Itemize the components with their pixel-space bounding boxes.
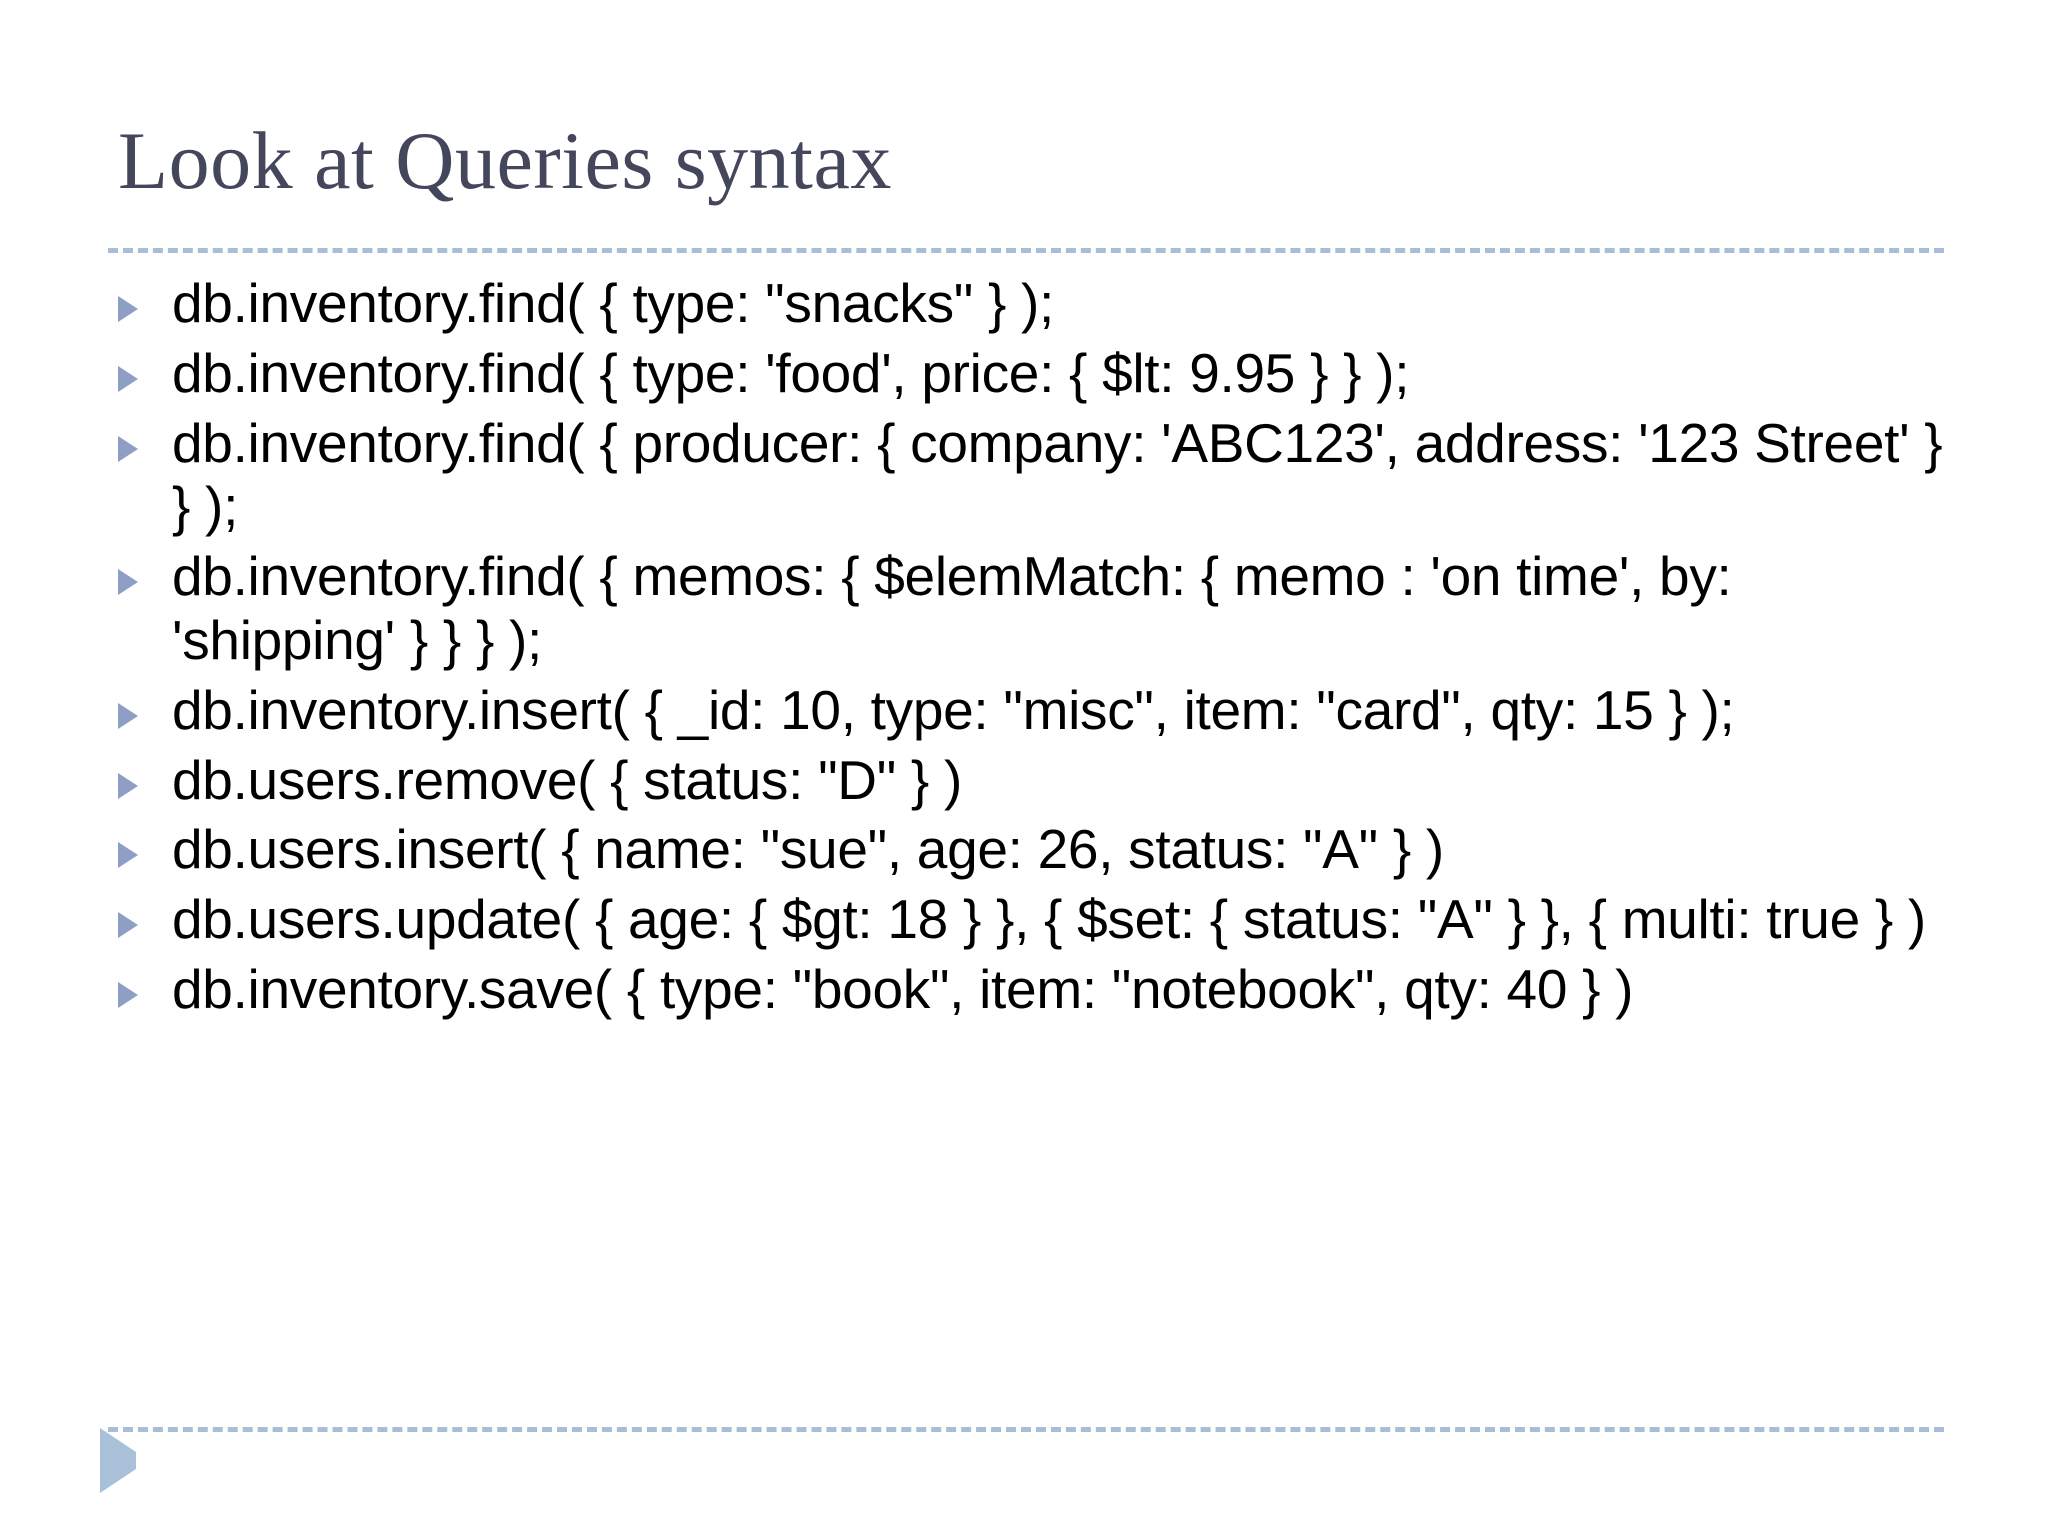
next-slide-button[interactable]	[100, 1428, 136, 1493]
slide-title-block: Look at Queries syntax	[118, 115, 1938, 206]
bullet-triangle-icon	[118, 342, 164, 392]
list-item[interactable]: db.users.update( { age: { $gt: 18 } }, {…	[118, 888, 1948, 952]
bullet-list: db.inventory.find( { type: "snacks" } );…	[118, 272, 1948, 1028]
play-triangle-icon	[100, 1428, 136, 1493]
list-item-text: db.users.insert( { name: "sue", age: 26,…	[172, 818, 1444, 881]
list-item-text: db.users.remove( { status: "D" } )	[172, 748, 962, 811]
list-item-text: db.inventory.save( { type: "book", item:…	[172, 957, 1634, 1020]
list-item[interactable]: db.inventory.find( { producer: { company…	[118, 412, 1948, 540]
list-item[interactable]: db.users.remove( { status: "D" } )	[118, 749, 1948, 813]
bullet-triangle-icon	[118, 818, 164, 869]
list-item-text: db.users.update( { age: { $gt: 18 } }, {…	[172, 888, 1926, 951]
bullet-triangle-icon	[118, 545, 164, 596]
list-item[interactable]: db.inventory.save( { type: "book", item:…	[118, 958, 1948, 1022]
list-item-text: db.inventory.find( { type: 'food', price…	[172, 341, 1410, 404]
list-item-text: db.inventory.insert( { _id: 10, type: "m…	[172, 678, 1735, 741]
list-item-text: db.inventory.find( { type: "snacks" } );	[172, 272, 1055, 334]
title-divider-top	[108, 248, 1944, 253]
bullet-triangle-icon	[118, 679, 164, 729]
bullet-triangle-icon	[118, 888, 164, 939]
list-item[interactable]: db.inventory.find( { type: 'food', price…	[118, 342, 1948, 406]
bullet-triangle-icon	[118, 272, 164, 322]
list-item-text: db.inventory.find( { memos: { $elemMatch…	[172, 545, 1732, 671]
footer-divider-bottom	[108, 1427, 1944, 1432]
list-item[interactable]: db.users.insert( { name: "sue", age: 26,…	[118, 818, 1948, 882]
list-item[interactable]: db.inventory.find( { type: "snacks" } );	[118, 272, 1948, 336]
list-item[interactable]: db.inventory.find( { memos: { $elemMatch…	[118, 545, 1948, 673]
bullet-triangle-icon	[118, 412, 164, 462]
bullet-triangle-icon	[118, 958, 164, 1008]
bullet-triangle-icon	[118, 749, 164, 799]
list-item-text: db.inventory.find( { producer: { company…	[172, 411, 1943, 538]
page-title: Look at Queries syntax	[118, 115, 892, 206]
list-item[interactable]: db.inventory.insert( { _id: 10, type: "m…	[118, 679, 1948, 743]
